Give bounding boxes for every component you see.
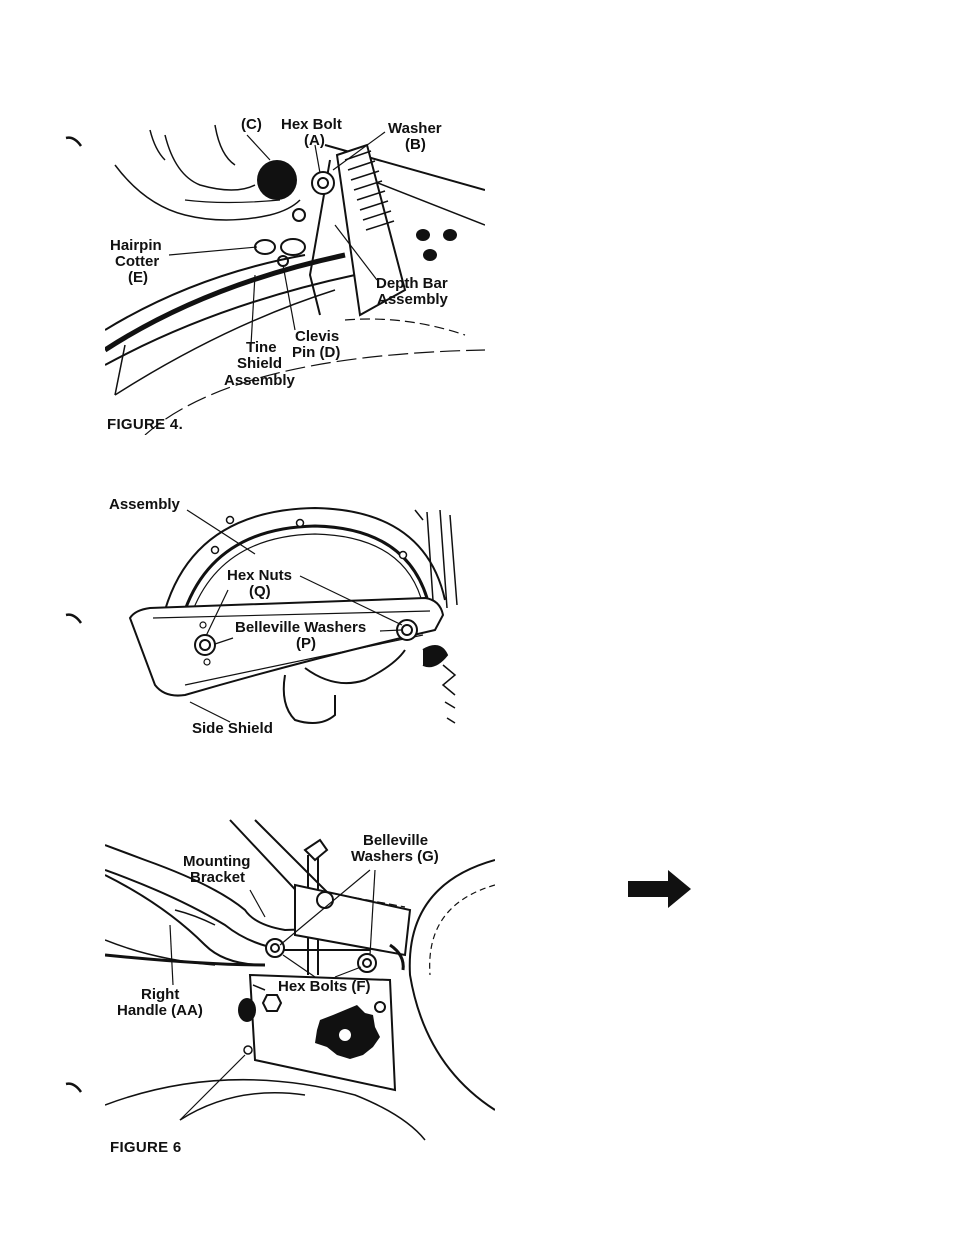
- label-belleville-washers-id: (P): [296, 636, 316, 652]
- label-assembly: Assembly: [109, 497, 180, 513]
- label-bracket: Bracket: [190, 870, 245, 886]
- margin-tick-icon: [64, 611, 84, 627]
- label-hairpin: Hairpin: [110, 238, 162, 254]
- figure-5-illustration: [105, 490, 465, 740]
- label-hex-bolts: Hex Bolts (F): [278, 979, 371, 995]
- label-belleville-washers: Belleville Washers: [235, 620, 366, 636]
- label-clevis-pin: Pin (D): [292, 345, 340, 361]
- label-hex-bolt-id: (A): [304, 133, 325, 149]
- label-belleville: Belleville: [363, 833, 428, 849]
- label-hex-nuts: Hex Nuts: [227, 568, 292, 584]
- label-hex-nuts-id: (Q): [249, 584, 271, 600]
- figure-6: Belleville Washers (G) Mounting Bracket …: [105, 815, 495, 1160]
- label-cotter-id: (E): [128, 270, 148, 286]
- margin-tick-icon: [64, 134, 84, 150]
- label-washer-id: (B): [405, 137, 426, 153]
- arrow-right-icon: [628, 870, 692, 908]
- label-washers-g: Washers (G): [351, 849, 439, 865]
- figure-4-caption: FIGURE 4.: [107, 416, 183, 433]
- label-handle: Handle (AA): [117, 1003, 203, 1019]
- figure-5: Assembly Hex Nuts (Q) Belleville Washers…: [105, 490, 465, 740]
- margin-tick-icon: [64, 1080, 84, 1096]
- label-cotter: Cotter: [115, 254, 159, 270]
- label-side-shield: Side Shield: [192, 721, 273, 737]
- label-tine: Tine: [246, 340, 277, 356]
- label-right: Right: [141, 987, 179, 1003]
- label-hex-bolt: Hex Bolt: [281, 117, 342, 133]
- label-tine-assembly: Assembly: [224, 373, 295, 389]
- figure-4: (C) Hex Bolt (A) Washer (B) Hairpin Cott…: [105, 115, 485, 435]
- label-depth-bar-assembly: Assembly: [377, 292, 448, 308]
- figure-6-caption: FIGURE 6: [110, 1139, 182, 1156]
- label-c: (C): [241, 117, 262, 133]
- label-clevis: Clevis: [295, 329, 339, 345]
- label-washer: Washer: [388, 121, 442, 137]
- label-shield: Shield: [237, 356, 282, 372]
- label-mounting: Mounting: [183, 854, 250, 870]
- label-depth-bar: Depth Bar: [376, 276, 448, 292]
